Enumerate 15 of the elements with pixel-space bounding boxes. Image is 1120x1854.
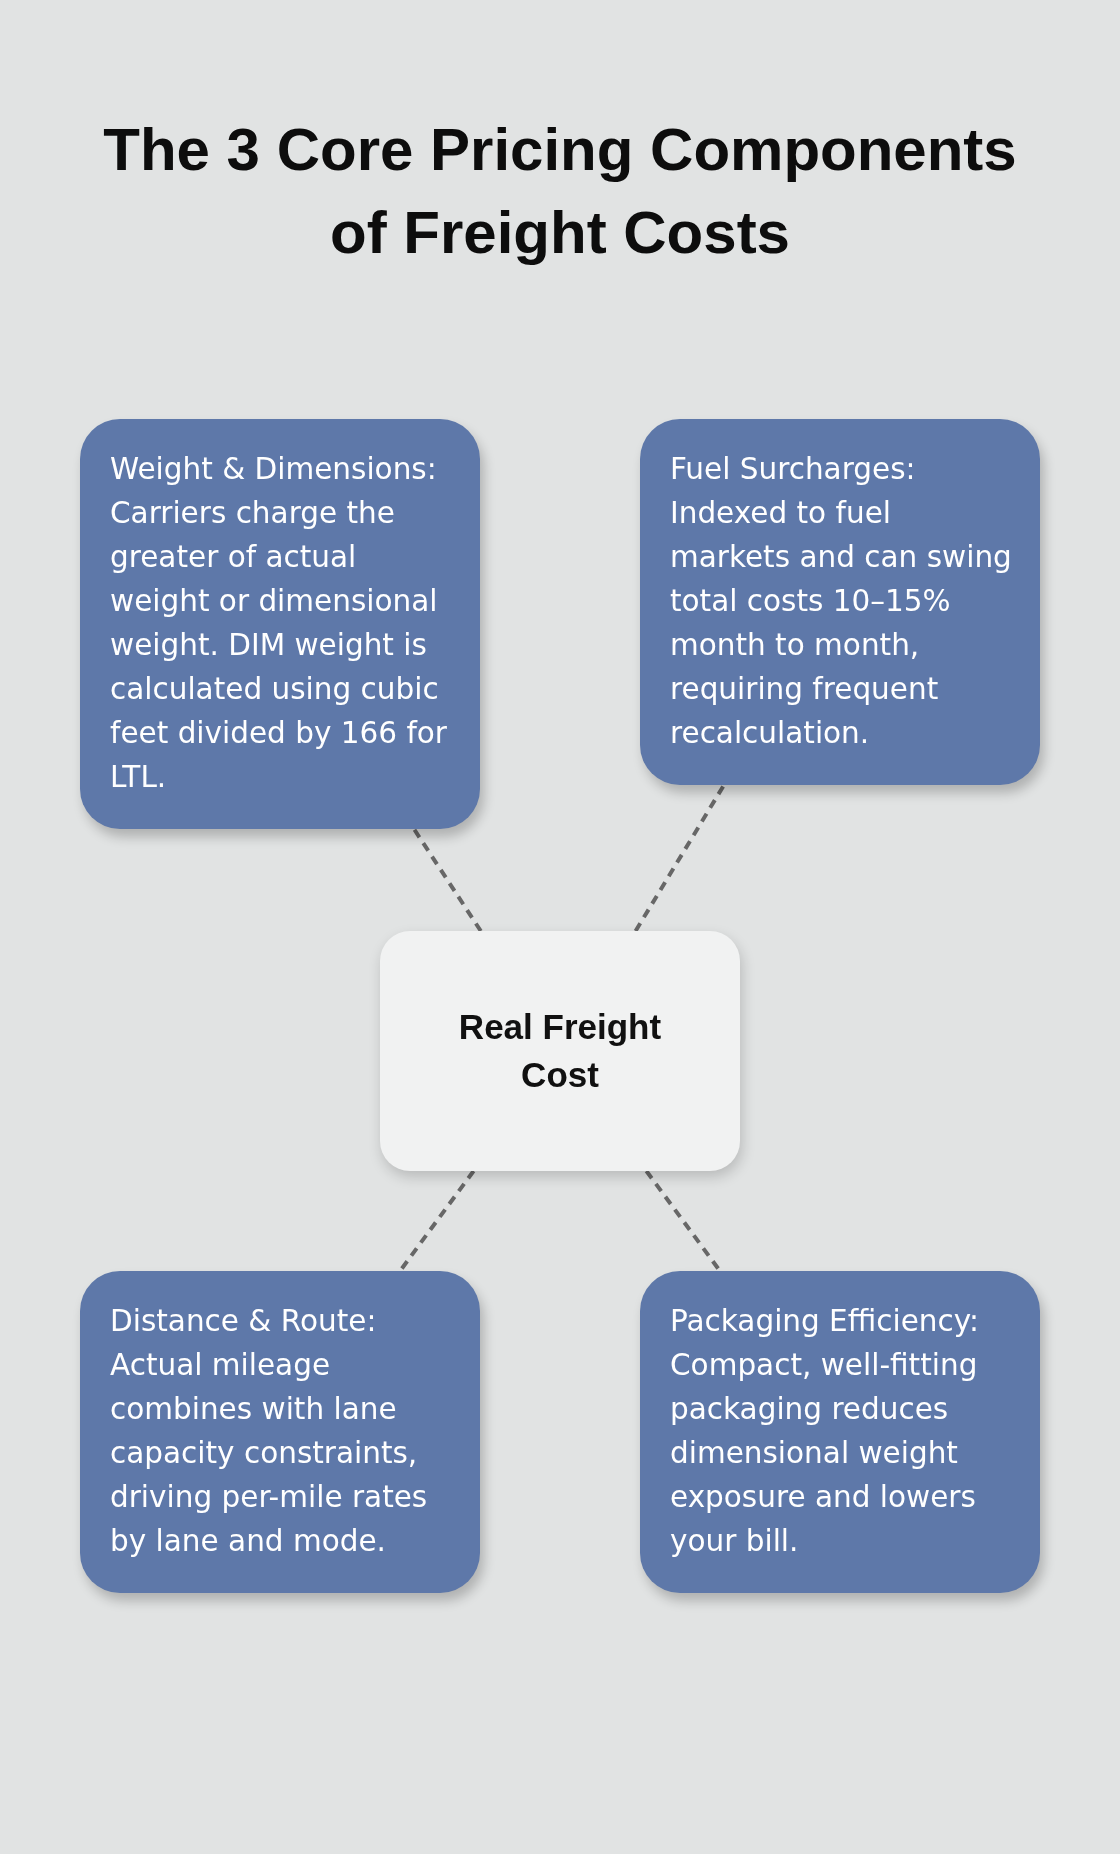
dashed-connector (398, 1169, 476, 1273)
dashed-connector (633, 783, 726, 933)
card-text: Distance & Route: Actual mileage combines with lane capacity constraints, driving per-mile rates by lane and mode. (110, 1303, 429, 1560)
hub-label: Real Freight Cost (457, 1006, 663, 1096)
card-text: Packaging Efficiency: Compact, well-fitting packaging reduces dimensional weight exposure and lowers your bill. (670, 1303, 980, 1560)
dashed-connector (412, 827, 483, 933)
card-text: Fuel Surcharges: Indexed to fuel markets and can swing total costs 10–15% month to month, requiring frequent recalculation. (670, 451, 1013, 752)
info-card (80, 419, 480, 829)
info-card (80, 1271, 480, 1593)
title: The 3 Core Pricing Components of Freight Costs (102, 115, 1018, 268)
info-card (640, 419, 1040, 785)
hub-box (380, 931, 740, 1171)
info-card (640, 1271, 1040, 1593)
card-text: Weight & Dimensions: Carriers charge the greater of actual weight or dimensional weight. DIM weight is calculated using cubic feet divided by 166 for LTL. (110, 451, 448, 796)
dashed-connector (644, 1169, 722, 1273)
